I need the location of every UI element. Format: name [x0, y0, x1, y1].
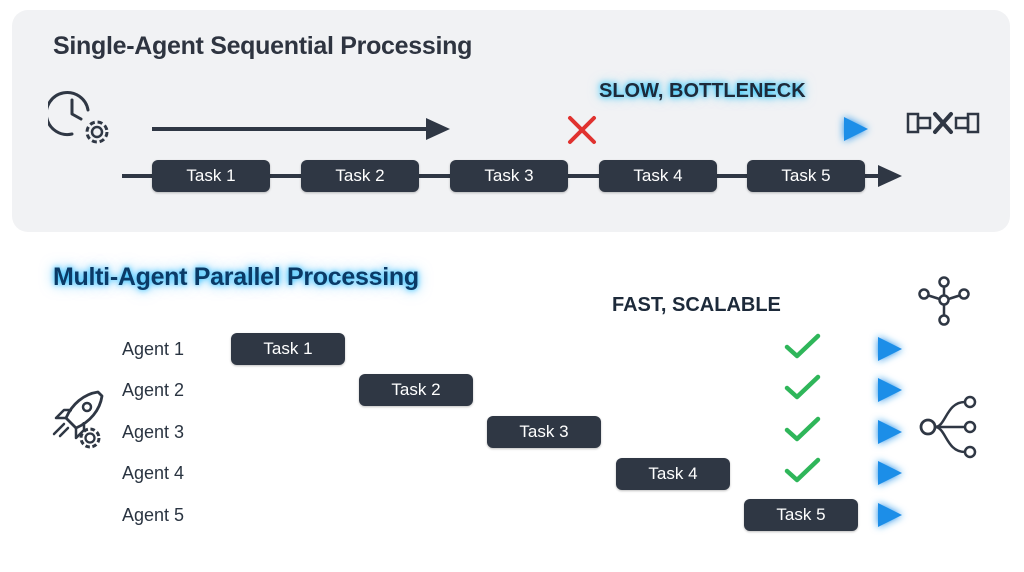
sequential-task-4: Task 4: [599, 160, 717, 192]
network-icon: [918, 276, 970, 326]
sequential-task-3: Task 3: [450, 160, 568, 192]
sequential-task-5: Task 5: [747, 160, 865, 192]
agent-label-5: Agent 5: [122, 505, 185, 525]
parallel-task-4: Task 4: [616, 458, 730, 490]
clock-gear-icon: [48, 91, 109, 144]
agent-label-4: Agent 4: [122, 463, 185, 483]
check-icon-1: [784, 333, 821, 359]
sequential-progress-arrow: [152, 118, 450, 140]
sequential-title: Single-Agent Sequential Processing: [53, 32, 473, 60]
agent-label-1: Agent 1: [122, 339, 185, 359]
sequential-task-2: Task 2: [301, 160, 419, 192]
bottleneck-arrow: [458, 117, 868, 141]
parallel-task-5: Task 5: [744, 499, 858, 531]
check-icon-2: [784, 374, 821, 400]
parallel-task-2: Task 2: [359, 374, 473, 406]
parallel-task-3: Task 3: [487, 416, 601, 448]
agent-arrow-4: [208, 461, 902, 485]
parallel-title: Multi-Agent Parallel Processing: [53, 263, 419, 291]
sequential-panel: [12, 10, 1010, 232]
agent-arrow-2: [208, 378, 902, 402]
parallel-task-1: Task 1: [231, 333, 345, 365]
rocket-gear-icon: [52, 390, 104, 449]
broken-pipe-icon: [906, 112, 980, 134]
check-icon-4: [784, 457, 821, 483]
agent-label-2: Agent 2: [122, 380, 185, 400]
bottleneck-status: SLOW, BOTTLENECK: [599, 80, 806, 102]
sequential-task-1: Task 1: [152, 160, 270, 192]
agent-label-3: Agent 3: [122, 422, 185, 442]
branch-icon: [919, 395, 977, 459]
scalable-status: FAST, SCALABLE: [612, 294, 781, 316]
check-icon-3: [784, 416, 821, 442]
red-x-icon: [568, 116, 596, 144]
